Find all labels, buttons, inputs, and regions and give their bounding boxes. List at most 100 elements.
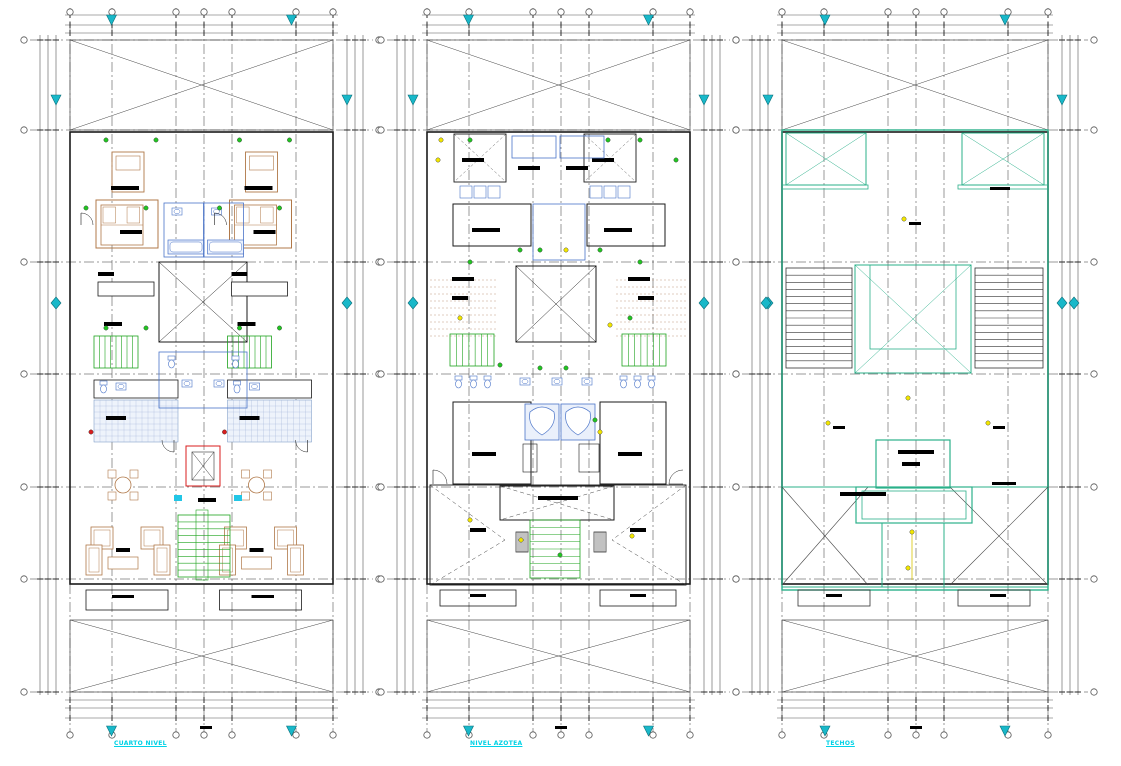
dashed-diagonal — [499, 485, 615, 521]
level-marker-icon — [50, 94, 62, 106]
grid-bubble-right — [1090, 575, 1098, 583]
toilet-icon — [647, 375, 656, 389]
level-marker-icon — [463, 725, 474, 737]
laundry-counter — [97, 281, 155, 297]
door-swing — [214, 212, 227, 226]
sofa-seat — [290, 547, 301, 573]
grid-bubble-bottom — [940, 731, 948, 739]
light-fixture-icon — [497, 362, 503, 368]
grid-bubble-left — [732, 575, 740, 583]
grid-bubble-bottom — [228, 731, 236, 739]
chair-icon — [129, 469, 139, 479]
grid-bubble-right — [1090, 126, 1098, 134]
toilet-tank — [633, 375, 642, 381]
closet-outline — [245, 151, 278, 193]
toilet-bowl — [100, 384, 107, 394]
level-marker-icon — [286, 14, 297, 26]
grid-bubble-left — [377, 483, 385, 491]
light-fixture-icon — [467, 259, 473, 265]
front-terrace-void — [69, 39, 334, 131]
light-fixture-icon — [607, 322, 613, 328]
section-marker-icon — [407, 296, 419, 310]
room-outline — [452, 203, 532, 247]
bathroom-outline — [203, 202, 244, 258]
sink-basin — [215, 381, 223, 386]
light-fixture-icon — [557, 552, 563, 558]
jacuzzi-basin — [529, 406, 555, 436]
section-marker-icon — [698, 296, 710, 310]
stair-outline — [177, 514, 231, 578]
bed-pillow — [126, 206, 140, 224]
light-fixture-icon — [825, 420, 831, 426]
toilet-bowl — [232, 359, 239, 369]
light-fixture-icon — [629, 533, 635, 539]
door-swing — [80, 212, 94, 226]
room-label-tag — [258, 595, 274, 598]
void-outline — [158, 261, 248, 343]
toilet-icon — [469, 375, 478, 389]
grid-bubble-bottom — [66, 731, 74, 739]
apartment-left — [80, 137, 205, 611]
toilet-icon — [619, 375, 628, 389]
room-label-tag — [253, 230, 276, 234]
chair-icon — [107, 491, 117, 501]
void-outline — [515, 265, 597, 343]
level-marker-icon — [1056, 94, 1068, 106]
void-diagonal — [854, 264, 972, 374]
light-fixture-icon — [517, 247, 523, 253]
light-fixture-icon — [905, 395, 911, 401]
roof-plan — [732, 8, 1098, 739]
room-label-tag — [898, 450, 934, 454]
section-marker-icon — [50, 296, 62, 310]
grid-bubble-right — [1090, 483, 1098, 491]
grid-bubble-left — [20, 370, 28, 378]
kitchen-floor-tiling — [227, 399, 312, 443]
sofa-frame — [140, 526, 164, 550]
chair-icon — [241, 491, 250, 501]
grid-bubble-left — [20, 258, 28, 266]
chair-icon — [263, 469, 272, 479]
light-fixture-icon — [103, 137, 109, 143]
sofa-seat — [88, 547, 100, 573]
toilet-bowl — [484, 379, 491, 389]
void-diagonal — [191, 451, 215, 481]
grid-bubble-left — [732, 483, 740, 491]
light-fixture-icon — [83, 205, 89, 211]
jacuzzi-basin — [565, 406, 591, 436]
grid-bubble-bottom — [329, 731, 337, 739]
service-room-left — [453, 133, 507, 199]
grid-bubble-left — [732, 36, 740, 44]
room-label-tag — [630, 528, 646, 532]
toilet-icon — [454, 375, 463, 389]
chair-icon — [129, 491, 139, 501]
void-diagonal — [515, 265, 597, 343]
grid-bubble-right — [1090, 688, 1098, 696]
door-arc — [161, 439, 175, 453]
building-outline — [69, 131, 334, 585]
room-label-tag — [244, 186, 273, 190]
level-marker-icon — [819, 14, 831, 26]
void-outline — [781, 619, 1049, 693]
bathroom-outline — [163, 202, 205, 258]
grid-bubble-left — [377, 258, 385, 266]
room-label-tag — [566, 166, 588, 170]
grid-bubble-top — [292, 8, 300, 16]
bed-pillow — [102, 206, 116, 224]
grid-bubble-right — [1090, 258, 1098, 266]
room-label-tag — [618, 452, 642, 456]
grid-bubble-top — [423, 8, 431, 16]
light-fixture-icon — [467, 137, 473, 143]
service-room-right — [583, 133, 637, 199]
light-fixture-icon — [563, 365, 569, 371]
void-diagonal — [961, 132, 1045, 186]
internal-stair — [621, 333, 667, 367]
toilet-icon — [483, 375, 492, 389]
grid-bubble-left — [377, 36, 385, 44]
column-outline — [522, 443, 538, 473]
plan-title-rooftop-level: NIVEL AZOTEA — [470, 740, 523, 747]
storage-room — [559, 135, 605, 159]
level-marker-icon — [286, 725, 297, 737]
room-label-tag — [990, 594, 1006, 597]
chair-icon — [241, 469, 250, 479]
